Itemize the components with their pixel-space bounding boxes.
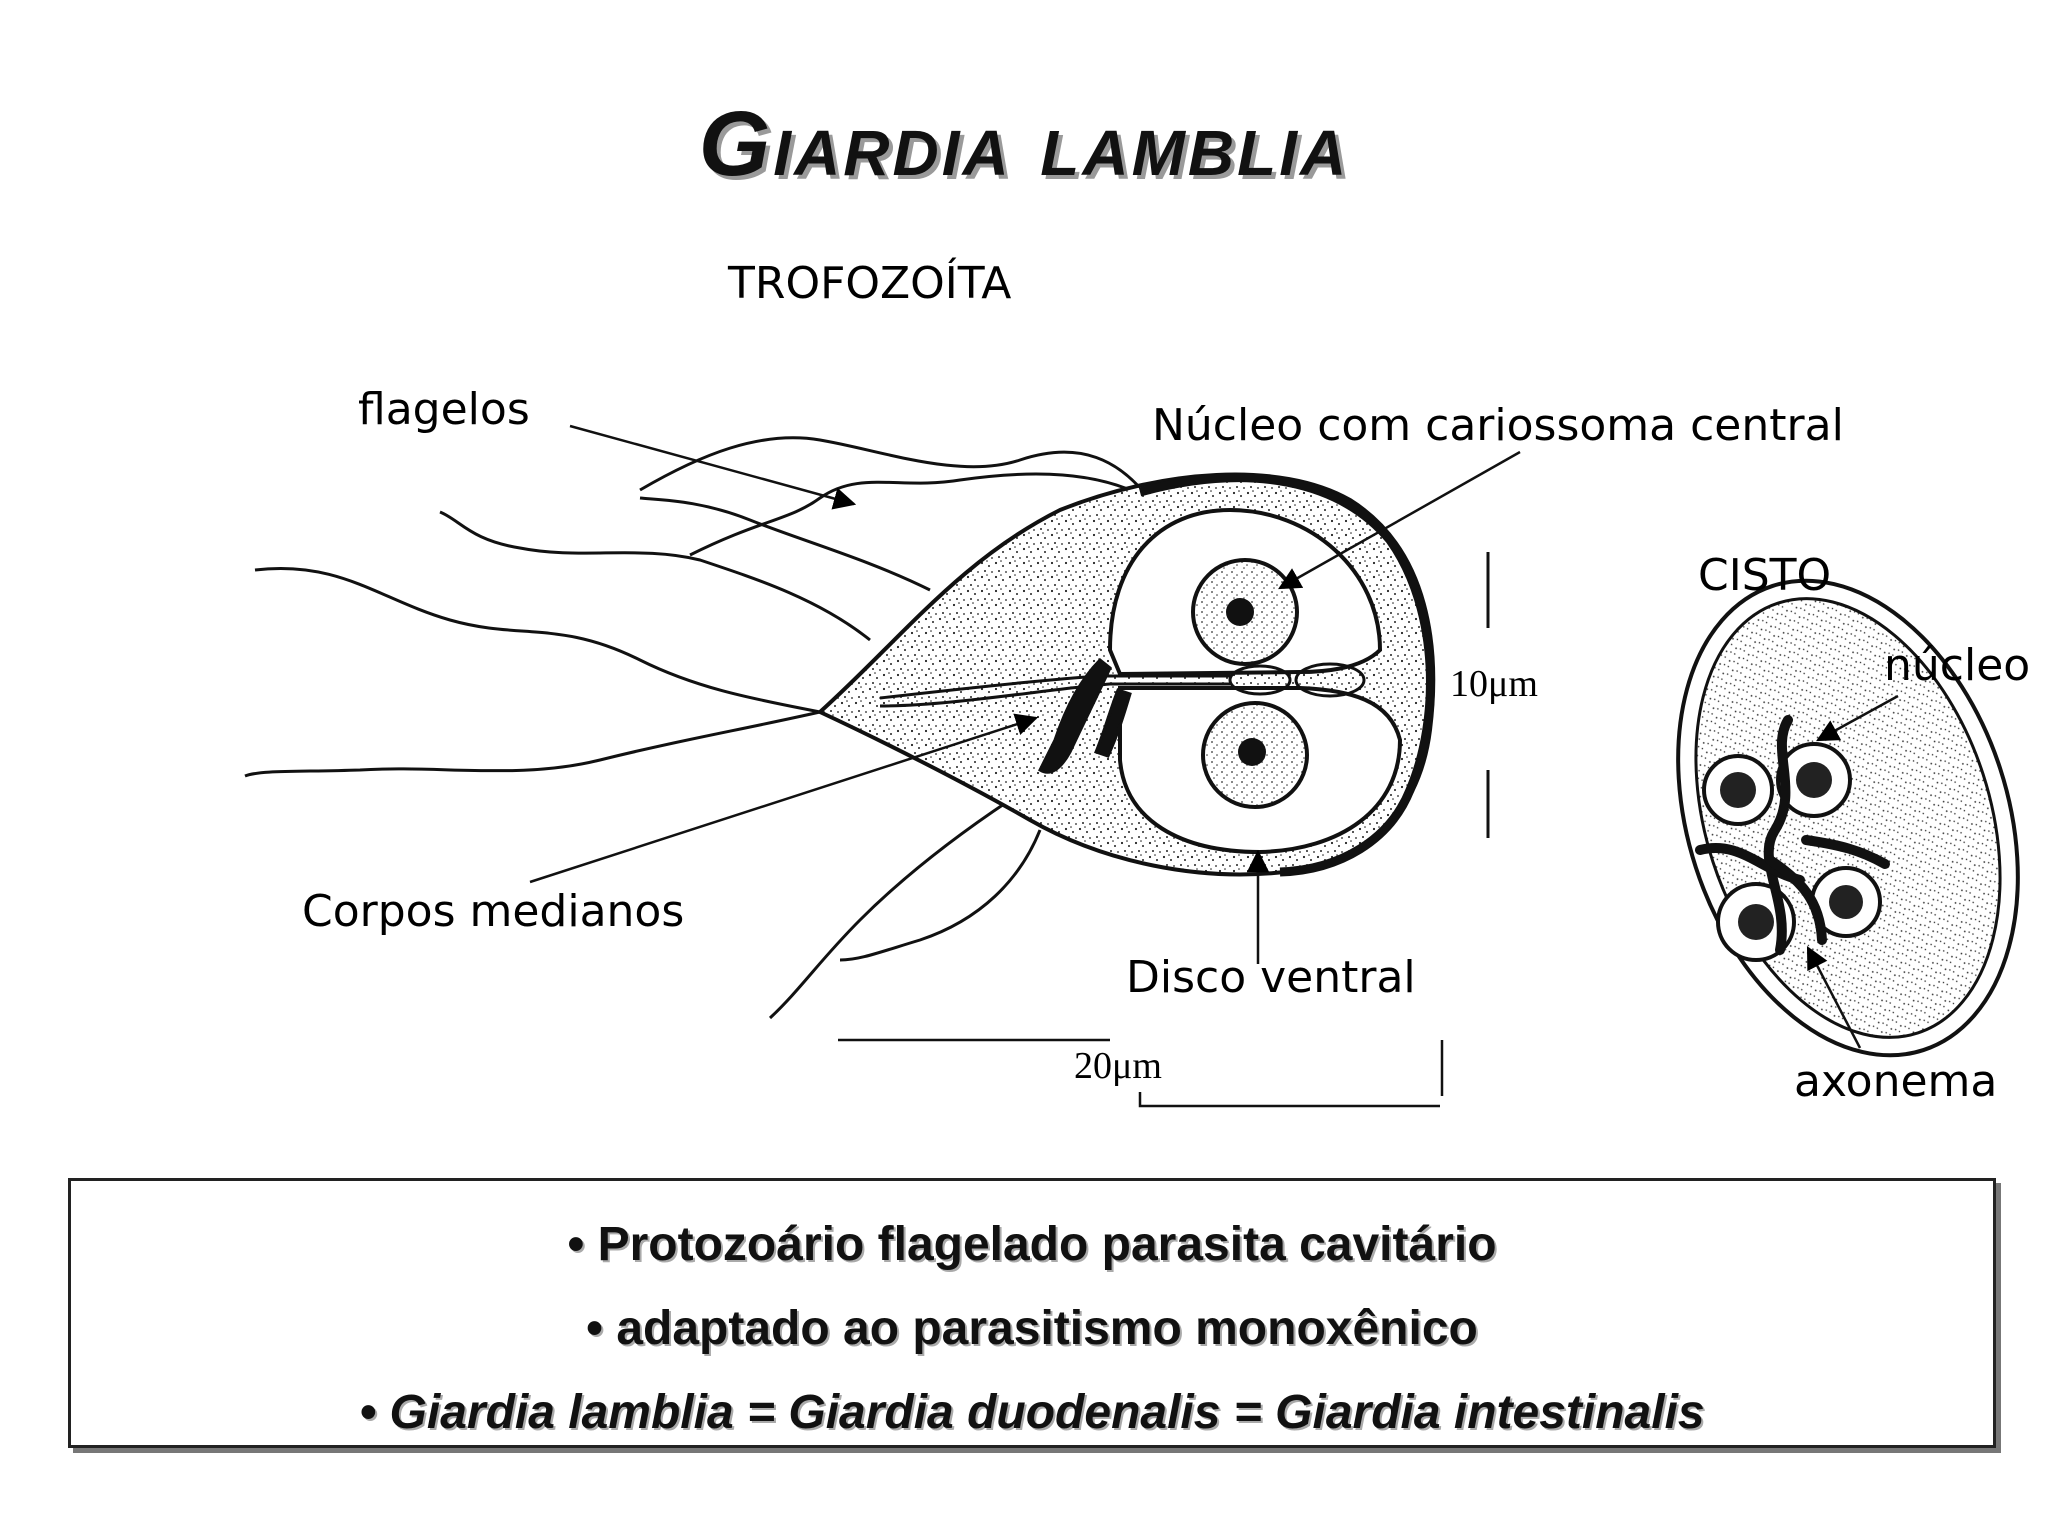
cyst	[1620, 536, 2048, 1099]
corpos-medianos-label: Corpos medianos	[302, 886, 684, 937]
scale-10um-label: 10μm	[1450, 662, 1538, 706]
cisto-nucleo-label: núcleo	[1884, 640, 2030, 691]
info-line-2: • adaptado ao parasitismo monoxênico	[71, 1301, 1993, 1356]
info-line-1: • Protozoário flagelado parasita cavitár…	[71, 1217, 1993, 1272]
corpos-pointer	[530, 718, 1036, 882]
scale-20um-label: 20μm	[1074, 1044, 1162, 1088]
info-line-3: • Giardia lamblia = Giardia duodenalis =…	[71, 1385, 1993, 1440]
axonema-label: axonema	[1794, 1056, 1997, 1107]
nucleo-label: Núcleo com cariossoma central	[1152, 400, 1844, 451]
cisto-heading: CISTO	[1698, 550, 1831, 601]
disco-ventral-label: Disco ventral	[1126, 952, 1416, 1003]
flagelos-label: flagelos	[358, 384, 530, 435]
info-box: • Protozoário flagelado parasita cavitár…	[68, 1178, 1996, 1448]
